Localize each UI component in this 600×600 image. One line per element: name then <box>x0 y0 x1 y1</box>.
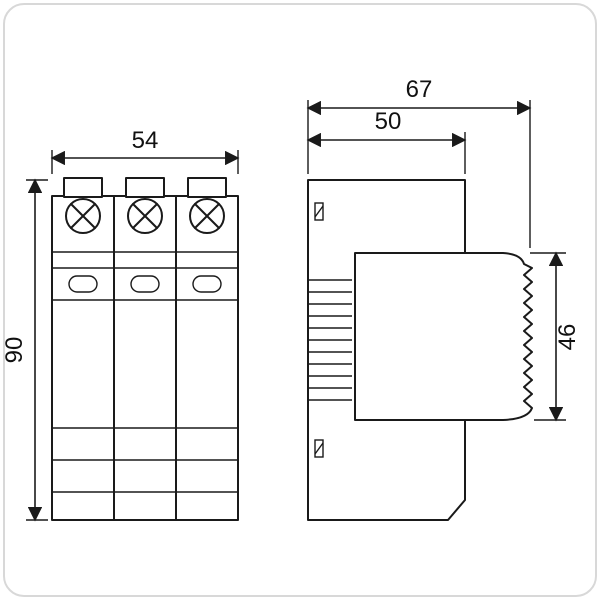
terminal-screw-icon <box>65 198 101 234</box>
terminal-screw-icon <box>189 198 225 234</box>
side-rib-lines <box>309 279 352 401</box>
side-total-depth-label: 67 <box>406 76 433 103</box>
indicator-window-2 <box>130 275 160 293</box>
side-base-outline <box>307 179 466 521</box>
front-tab-1 <box>63 177 103 198</box>
terminal-screw-icon <box>127 198 163 234</box>
dimension-side-base-depth: 50 <box>306 108 467 174</box>
dimension-side-total-depth: 67 <box>306 76 532 248</box>
front-width-label: 54 <box>132 127 159 154</box>
indicator-window-3 <box>192 275 222 293</box>
front-tab-2 <box>125 177 165 198</box>
side-mounting-slot-bottom <box>314 439 324 458</box>
module-height-label: 46 <box>554 324 581 351</box>
side-module-outline <box>354 252 533 421</box>
side-base-depth-label: 50 <box>375 108 402 135</box>
side-mounting-slot-top <box>314 202 324 221</box>
dimension-module-height: 46 <box>530 251 581 422</box>
dimension-front-height: 90 <box>1 178 48 522</box>
image-border <box>3 3 597 597</box>
front-height-label: 90 <box>1 337 28 364</box>
dimension-front-width: 54 <box>50 127 240 174</box>
indicator-window-1 <box>68 275 98 293</box>
front-body-outline <box>51 195 239 521</box>
front-tab-3 <box>187 177 227 198</box>
side-view <box>307 179 533 521</box>
front-view <box>51 177 239 521</box>
